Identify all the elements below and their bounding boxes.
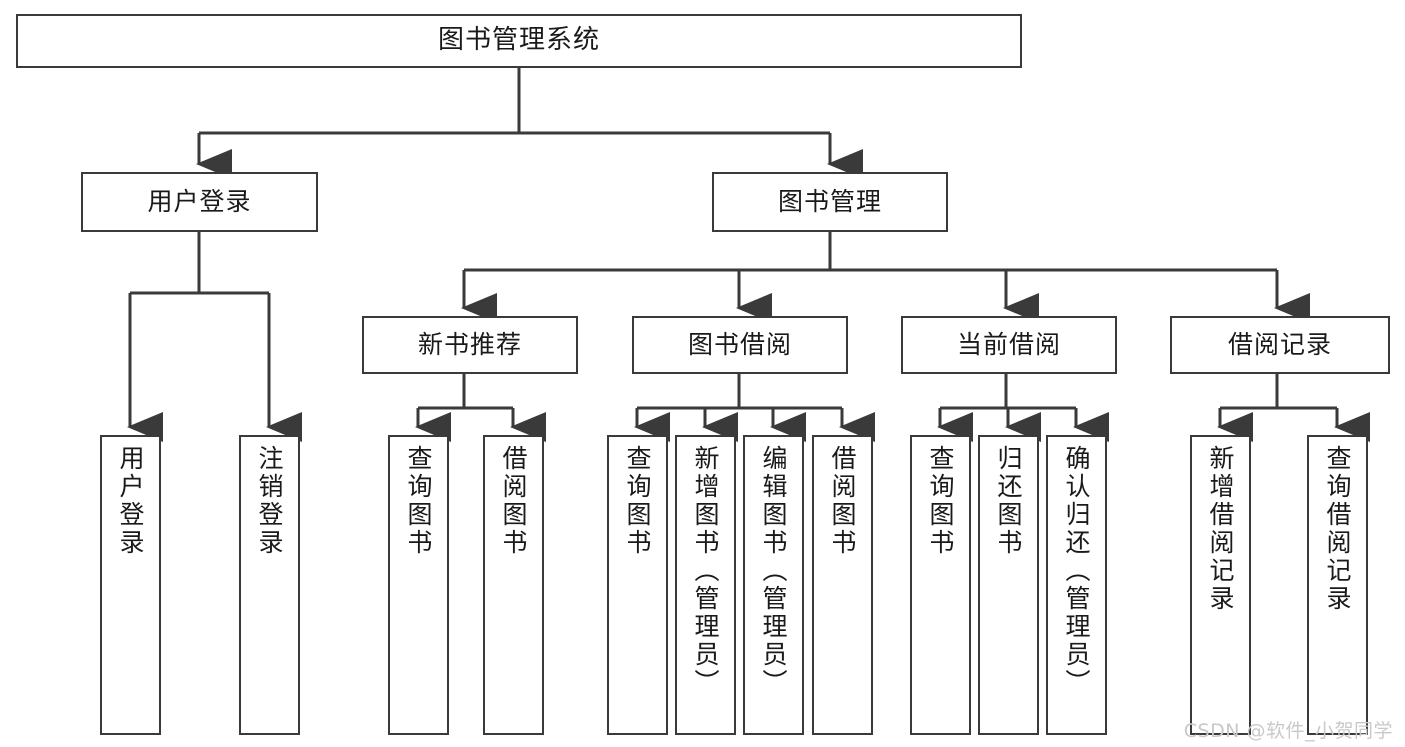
node-label: 当前借阅: [956, 329, 1061, 359]
node-label: 查询借阅记录: [1323, 445, 1352, 613]
node-leaf-cb-return-book[interactable]: 归还图书: [978, 435, 1039, 735]
node-leaf-nb-query-book[interactable]: 查询图书: [388, 435, 449, 735]
node-leaf-logout[interactable]: 注销登录: [239, 435, 300, 735]
node-current-borrow[interactable]: 当前借阅: [901, 316, 1117, 374]
node-label: 新书推荐: [417, 329, 522, 359]
watermark: CSDN @软件_小贺同学: [1183, 720, 1393, 742]
node-label: 用户登录: [116, 445, 145, 557]
node-label: 查询图书: [404, 445, 433, 557]
node-leaf-bb-edit-book[interactable]: 编辑图书（管理员）: [743, 435, 804, 735]
node-label: 图书借阅: [687, 329, 792, 359]
node-label: 归还图书: [994, 445, 1023, 557]
node-book-borrow[interactable]: 图书借阅: [632, 316, 848, 374]
node-root-library-system[interactable]: 图书管理系统: [16, 14, 1022, 68]
node-label: 用户登录: [147, 186, 252, 216]
node-leaf-br-add-record[interactable]: 新增借阅记录: [1190, 435, 1251, 735]
node-leaf-bb-borrow-book[interactable]: 借阅图书: [812, 435, 873, 735]
node-label: 新增图书（管理员）: [691, 445, 720, 697]
node-label: 图书管理: [777, 186, 882, 216]
node-label: 借阅记录: [1227, 329, 1332, 359]
node-label: 编辑图书（管理员）: [759, 445, 788, 697]
node-leaf-br-query-record[interactable]: 查询借阅记录: [1307, 435, 1368, 735]
node-label: 查询图书: [623, 445, 652, 557]
node-leaf-nb-borrow-book[interactable]: 借阅图书: [483, 435, 544, 735]
node-label: 注销登录: [255, 445, 284, 557]
node-book-management[interactable]: 图书管理: [712, 172, 948, 232]
node-new-book-recommend[interactable]: 新书推荐: [362, 316, 578, 374]
node-label: 图书管理系统: [437, 25, 600, 56]
node-leaf-bb-query-book[interactable]: 查询图书: [607, 435, 668, 735]
node-label: 借阅图书: [499, 445, 528, 557]
node-user-login[interactable]: 用户登录: [81, 172, 318, 232]
node-label: 确认归还（管理员）: [1062, 445, 1091, 697]
node-label: 新增借阅记录: [1206, 445, 1235, 613]
node-label: 查询图书: [926, 445, 955, 557]
node-leaf-cb-query-book[interactable]: 查询图书: [910, 435, 971, 735]
node-label: 借阅图书: [828, 445, 857, 557]
node-leaf-cb-confirm-return[interactable]: 确认归还（管理员）: [1046, 435, 1107, 735]
node-borrow-record[interactable]: 借阅记录: [1170, 316, 1390, 374]
node-leaf-user-login[interactable]: 用户登录: [100, 435, 161, 735]
node-leaf-bb-add-book[interactable]: 新增图书（管理员）: [675, 435, 736, 735]
